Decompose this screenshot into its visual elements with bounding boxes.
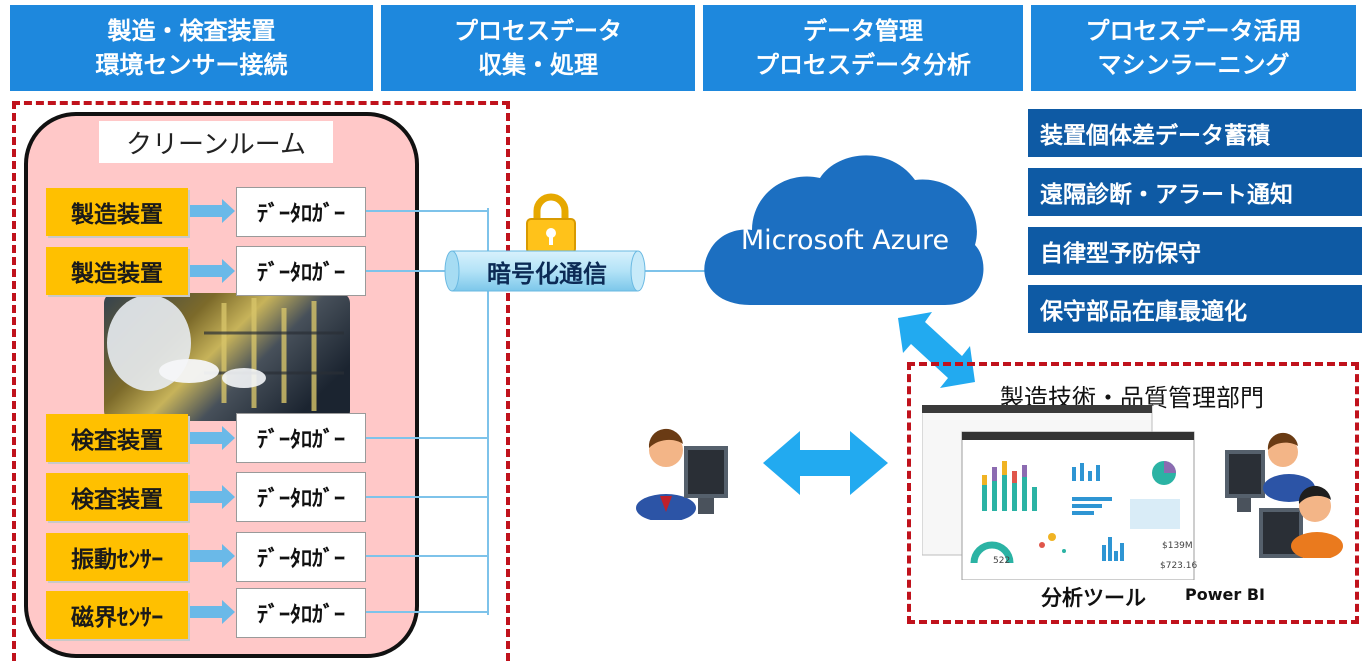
header-connection: 製造・検査装置 環境センサー接続 [10,5,373,91]
exchange-arrow-icon [763,431,888,495]
header-collection: プロセスデータ 収集・処理 [381,5,695,91]
header-ml: プロセスデータ活用 マシンラーニング [1031,5,1356,91]
department-boundary [907,362,1359,624]
dashboard-value: $723.16 [1160,561,1198,571]
device-label: 製造装置 [46,188,188,236]
clean-room-title: クリーンルーム [99,121,333,163]
feature-box: 遠隔診断・アラート通知 [1028,168,1362,216]
cloud-icon [704,155,984,305]
header-line1: プロセスデータ [454,17,622,45]
header-line2: プロセスデータ分析 [755,51,971,79]
user-pc-icon [636,428,728,520]
users-icon [1225,432,1343,558]
data-logger: ﾃﾞｰﾀﾛｶﾞｰ [236,187,366,237]
header-line2: マシンラーニング [1097,51,1290,79]
sync-arrow-icon [898,312,975,388]
dashboard-value: 522 [993,556,1011,566]
cloud-label: Microsoft Azure [740,225,950,256]
data-logger: ﾃﾞｰﾀﾛｶﾞｰ [236,413,366,463]
feature-box: 保守部品在庫最適化 [1028,285,1362,333]
device-label: 検査装置 [46,414,188,462]
header-line2: 環境センサー接続 [95,51,288,79]
header-line1: データ管理 [803,17,923,45]
device-label: 振動ｾﾝｻｰ [46,533,188,581]
header-line1: プロセスデータ活用 [1085,17,1302,45]
data-logger: ﾃﾞｰﾀﾛｶﾞｰ [236,472,366,522]
dashboard-screens [922,405,1195,580]
encryption-tube [444,250,646,292]
tool-label: 分析ツール [1041,586,1146,610]
device-label: 磁界ｾﾝｻｰ [46,591,188,639]
data-logger: ﾃﾞｰﾀﾛｶﾞｰ [236,588,366,638]
dashboard-value: $139M [1162,541,1193,551]
header-line2: 収集・処理 [478,51,598,79]
product-label: Power BI [1185,585,1265,604]
feature-box: 装置個体差データ蓄積 [1028,109,1362,157]
encryption-label: 暗号化通信 [487,259,607,288]
data-logger: ﾃﾞｰﾀﾛｶﾞｰ [236,532,366,582]
feature-box: 自律型予防保守 [1028,227,1362,275]
data-logger: ﾃﾞｰﾀﾛｶﾞｰ [236,246,366,296]
device-label: 検査装置 [46,473,188,521]
equipment-photo [104,293,350,421]
site-boundary [12,101,510,661]
device-label: 製造装置 [46,247,188,295]
header-line1: 製造・検査装置 [107,17,276,45]
header-analysis: データ管理 プロセスデータ分析 [703,5,1023,91]
